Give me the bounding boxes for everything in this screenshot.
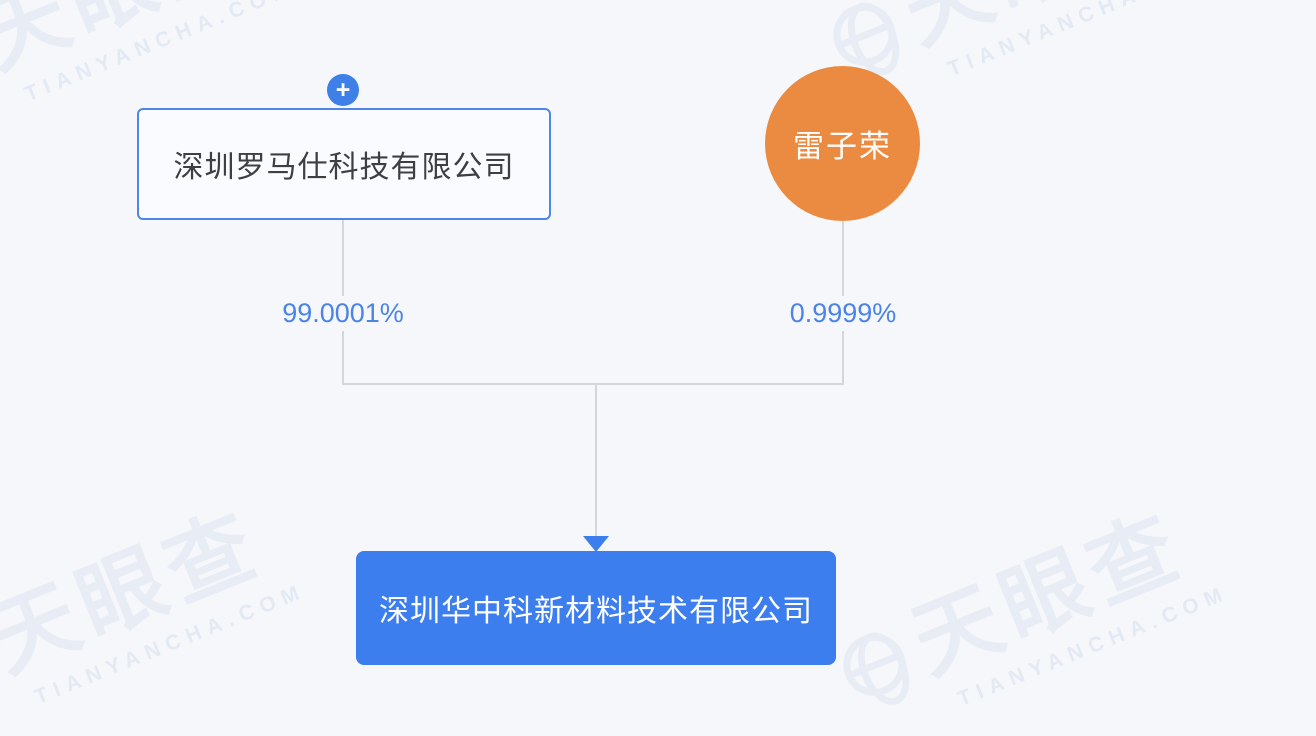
share-percent-person: 0.9999% [781,296,905,331]
watermark-brand-text: 天眼查 [900,497,1198,692]
arrow-down-icon [583,536,609,552]
parent-company-name: 深圳罗马仕科技有限公司 [173,151,515,184]
share-percent-parent: 99.0001% [274,296,412,331]
watermark-main: 天眼查 [0,490,296,714]
watermark-bottom-right: 天眼查 TIANYANCHA.COM [830,492,1233,736]
subsidiary-company-name: 深圳华中科新材料技术有限公司 [379,595,813,628]
watermark-bottom-left: 天眼查 TIANYANCHA.COM [0,490,309,736]
person-shareholder-name: 雷子荣 [793,129,892,164]
watermark-brand-text: 天眼查 [890,0,1187,62]
node-parent-company[interactable]: 深圳罗马仕科技有限公司 [137,108,551,220]
expand-shareholders-button[interactable]: + [327,74,359,106]
watermark-main: 天眼查 [820,0,1210,86]
plus-icon: + [335,75,351,104]
watermark-domain-text: TIANYANCHA.COM [31,579,309,709]
node-person-shareholder[interactable]: 雷子荣 [765,66,920,221]
globe-icon [834,624,915,706]
node-subsidiary-company[interactable]: 深圳华中科新材料技术有限公司 [356,551,836,665]
connector-subsidiary-vertical [595,384,597,536]
watermark-brand-text: 天眼查 [0,0,264,87]
watermark-domain-text: TIANYANCHA.COM [944,0,1222,81]
connector-horizontal [342,383,844,385]
watermark-main: 天眼查 [830,492,1220,716]
watermark-brand-text: 天眼查 [0,495,275,690]
watermark-domain-text: TIANYANCHA.COM [954,581,1232,711]
watermark-main: 天眼查 [0,0,286,111]
globe-icon [824,0,905,76]
watermark-domain-text: TIANYANCHA.COM [21,0,299,106]
